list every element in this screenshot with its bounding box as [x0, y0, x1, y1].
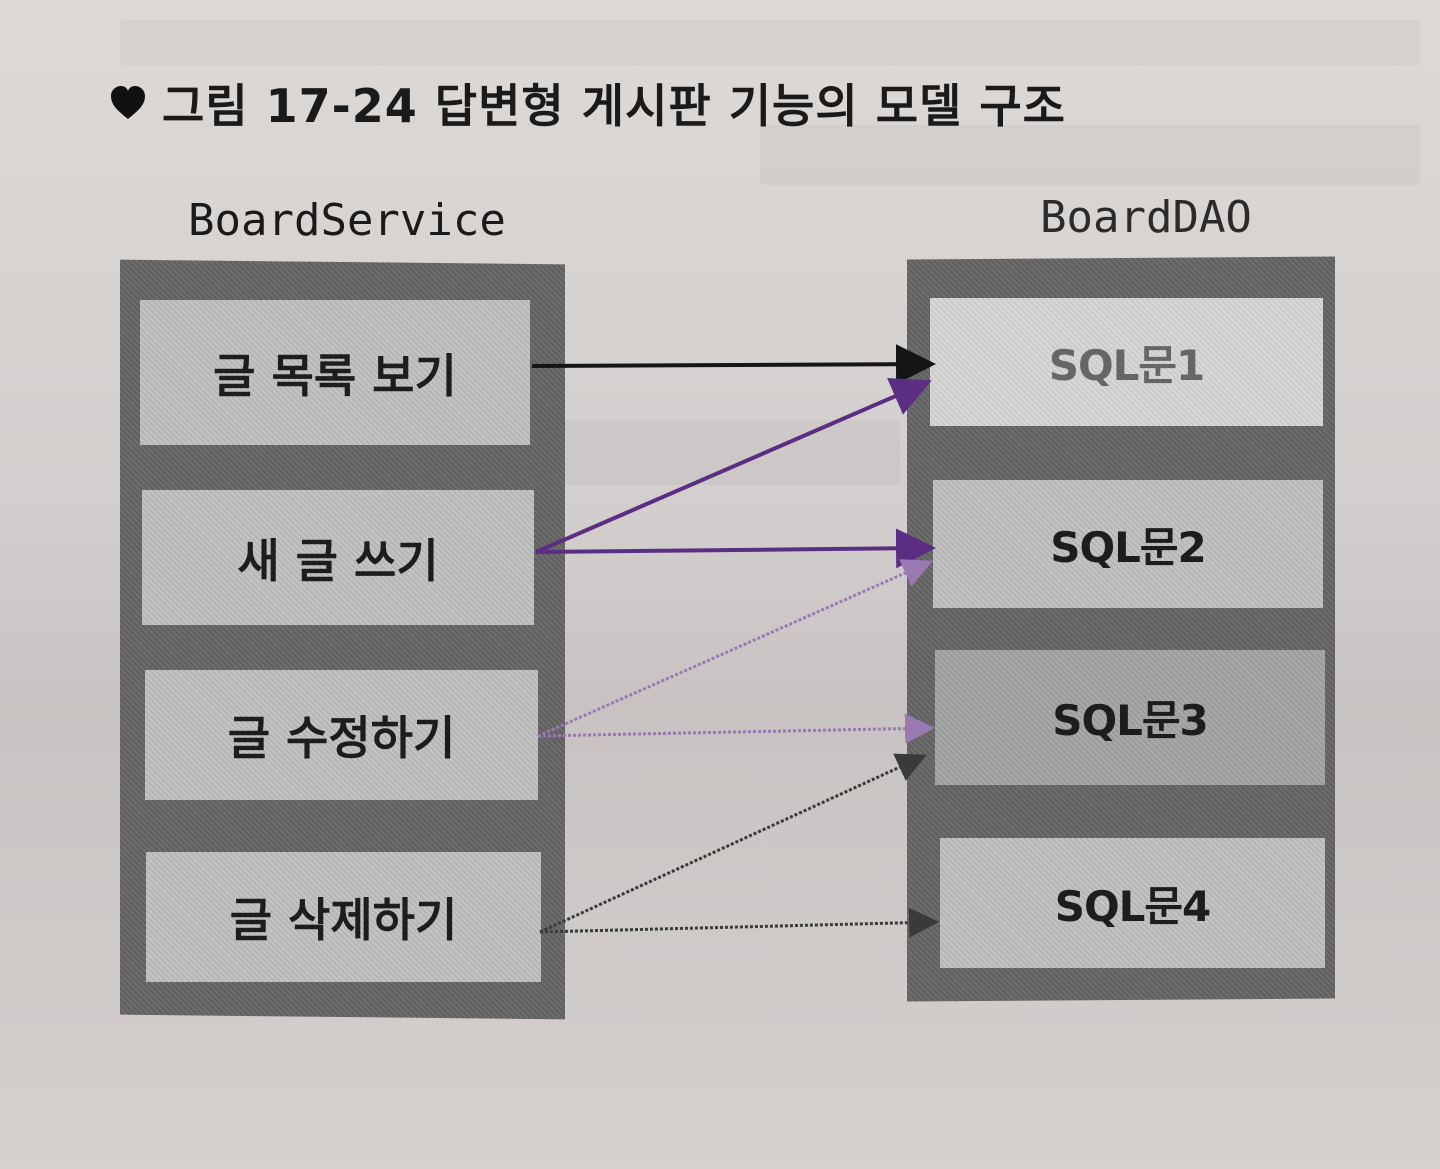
- figure-title: 그림 17-24 답변형 게시판 기능의 모델 구조: [108, 70, 1066, 136]
- dao-item-sql4: SQL문4: [940, 838, 1325, 968]
- arrow-1-to-1: [535, 528, 936, 569]
- service-item-write: 새 글 쓰기: [142, 490, 534, 625]
- service-item-delete: 글 삭제하기: [146, 852, 541, 982]
- service-item-edit: 글 수정하기: [145, 670, 538, 800]
- board-service-title: BoardService: [188, 195, 506, 246]
- arrow-3-to-2: [539, 753, 927, 934]
- figure-title-text: 그림 17-24 답변형 게시판 기능의 모델 구조: [162, 79, 1067, 133]
- service-item-list: 글 목록 보기: [140, 300, 530, 445]
- dao-item-sql1: SQL문1: [930, 298, 1323, 426]
- heart-icon: [111, 86, 145, 119]
- arrow-0-to-0: [531, 344, 936, 385]
- arrow-2-to-2: [537, 713, 935, 744]
- arrow-2-to-1: [537, 559, 933, 738]
- dao-item-sql2: SQL문2: [933, 480, 1323, 608]
- arrow-3-to-3: [539, 907, 939, 938]
- arrow-1-to-0: [535, 377, 932, 554]
- board-dao-title: BoardDAO: [1040, 192, 1252, 243]
- dao-item-sql3: SQL문3: [935, 650, 1325, 785]
